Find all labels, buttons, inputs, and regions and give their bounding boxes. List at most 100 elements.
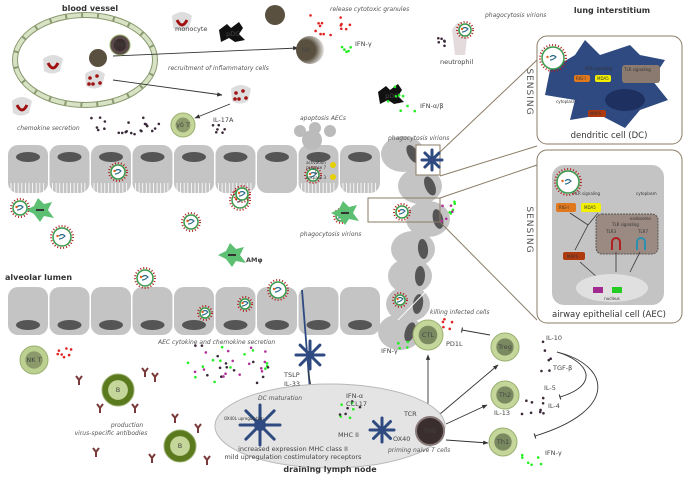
dc-body — [378, 426, 386, 434]
epithelial-nucleus — [16, 152, 40, 162]
phagocytosis-neutrophil-label: phagocytosis virions — [484, 12, 546, 19]
cytokine-dot — [261, 375, 265, 379]
cytokine-dot — [451, 210, 454, 213]
cytokine-dot — [225, 365, 229, 369]
cytokine-dot — [443, 44, 446, 48]
epithelial-nucleus — [99, 320, 123, 330]
il13-label: IL-13 — [494, 409, 510, 417]
ifn-g-ctl-label: IFN-γ — [381, 347, 398, 355]
cytokine-dot — [543, 349, 547, 352]
cytokine-dot — [441, 204, 444, 208]
epithelial-nucleus — [424, 176, 436, 196]
cilia — [301, 183, 335, 193]
monocyte-label: monocyte — [175, 25, 207, 33]
epithelial-nucleus — [223, 152, 248, 162]
pd1l-label: PD1L — [446, 340, 463, 348]
phagocytosis-amphi-label: phagocytosis virions — [299, 231, 361, 238]
lymph-node-title: draining lymph node — [283, 465, 377, 474]
cytokine-dot — [266, 366, 270, 369]
cytokine-dot — [344, 27, 348, 31]
virion-spikes-icon — [197, 305, 213, 321]
cytokine-dot — [339, 16, 342, 19]
release-granules-label: release cytotoxic granules — [330, 6, 409, 13]
virion-spikes-icon — [237, 296, 253, 312]
draining-lymph-node: draining lymph node — [214, 383, 446, 474]
cytokine-dot — [397, 93, 401, 97]
cytokine-dot — [340, 45, 344, 49]
cytokine-dot — [450, 320, 454, 324]
t-cell-nucleus — [494, 433, 512, 451]
viral-rna-icon — [16, 204, 24, 211]
cytokine-dot — [350, 401, 354, 405]
dc-sensing-panel: RLR signaling TLR signaling RIG-I MDA5 M… — [439, 35, 683, 177]
cytokine-dot — [60, 353, 64, 356]
cytokine-dot — [548, 369, 551, 372]
cytokine-dot — [249, 346, 253, 350]
neutrophil-label: neutrophil — [440, 58, 473, 66]
ifn-g-th1-label: IFN-γ — [545, 449, 562, 457]
cytokine-dot — [202, 368, 206, 371]
aec-sensing-panel: RLR signaling cytoplasm RIG-I MDA5 endos… — [439, 149, 683, 324]
aec-endosome-label: endosome — [630, 216, 651, 221]
virion-spikes-icon — [304, 166, 322, 184]
virion-spikes-icon — [229, 189, 251, 211]
ifn-a-label: IFN-α — [346, 392, 363, 400]
cytokine-dot — [103, 120, 107, 123]
monocyte-body — [43, 55, 63, 74]
viral-protein-icon — [113, 169, 116, 173]
viral-protein-icon — [308, 172, 312, 176]
granule — [91, 82, 95, 86]
cytokine-dot — [397, 341, 400, 345]
t-cell-nucleus — [496, 338, 514, 356]
apoptotic-bleb — [302, 130, 322, 150]
cytokine-dot — [437, 36, 440, 40]
dc-nucleus — [605, 89, 645, 111]
cytokine-dot — [319, 32, 322, 36]
viral-rna-icon — [309, 171, 317, 178]
virion-icon — [110, 164, 126, 180]
cytokine-dot — [317, 21, 320, 25]
cell-label: Th2 — [498, 391, 511, 399]
cytokine-dot — [398, 346, 401, 350]
virion-icon — [183, 214, 199, 230]
cytokine-dot — [340, 403, 343, 406]
cytokine-dot — [394, 94, 398, 98]
cytokine-dot — [265, 362, 269, 365]
antibody-icon — [171, 413, 179, 423]
virion-spikes-icon — [392, 292, 408, 308]
cytokine-dot — [529, 411, 533, 415]
epithelial-nucleus — [306, 152, 331, 162]
dc-maturation-label: DC maturation — [258, 395, 302, 402]
cytokine-dot — [221, 131, 224, 134]
dc-caption: dendritic cell (DC) — [571, 131, 648, 141]
virion-icon — [235, 187, 249, 201]
zoom-line — [439, 145, 538, 177]
dc-rigi-label: RIG-I — [576, 76, 586, 81]
dc-endosome — [622, 65, 660, 83]
caspase-3 — [330, 174, 336, 180]
cytokine-dot — [406, 346, 409, 349]
viral-protein-icon — [241, 301, 244, 305]
cytokine-dot — [263, 360, 267, 364]
cytokine-dot — [538, 410, 542, 414]
cytokine-dot — [247, 362, 251, 366]
cytokine-dot — [127, 121, 130, 124]
th0-body — [415, 416, 445, 446]
epithelial-nucleus — [140, 152, 165, 162]
caspase-label-4: caspase 3 — [306, 175, 327, 180]
cytokine-dot — [224, 372, 227, 376]
cilia — [135, 183, 169, 193]
aec-sensing-label: SENSING — [524, 206, 534, 253]
epithelial-nucleus — [57, 320, 82, 330]
cytokine-dot — [216, 128, 219, 131]
macrophage-nucleus — [36, 209, 44, 211]
cytokine-dot — [539, 462, 543, 466]
caspase-label-2: caspase 7 — [306, 165, 327, 170]
cytokine-dot — [201, 365, 205, 368]
cytokine-dot — [117, 131, 121, 135]
il4-label: IL-4 — [548, 402, 560, 410]
viral-rna-icon — [398, 208, 406, 215]
dc-body — [429, 157, 435, 163]
